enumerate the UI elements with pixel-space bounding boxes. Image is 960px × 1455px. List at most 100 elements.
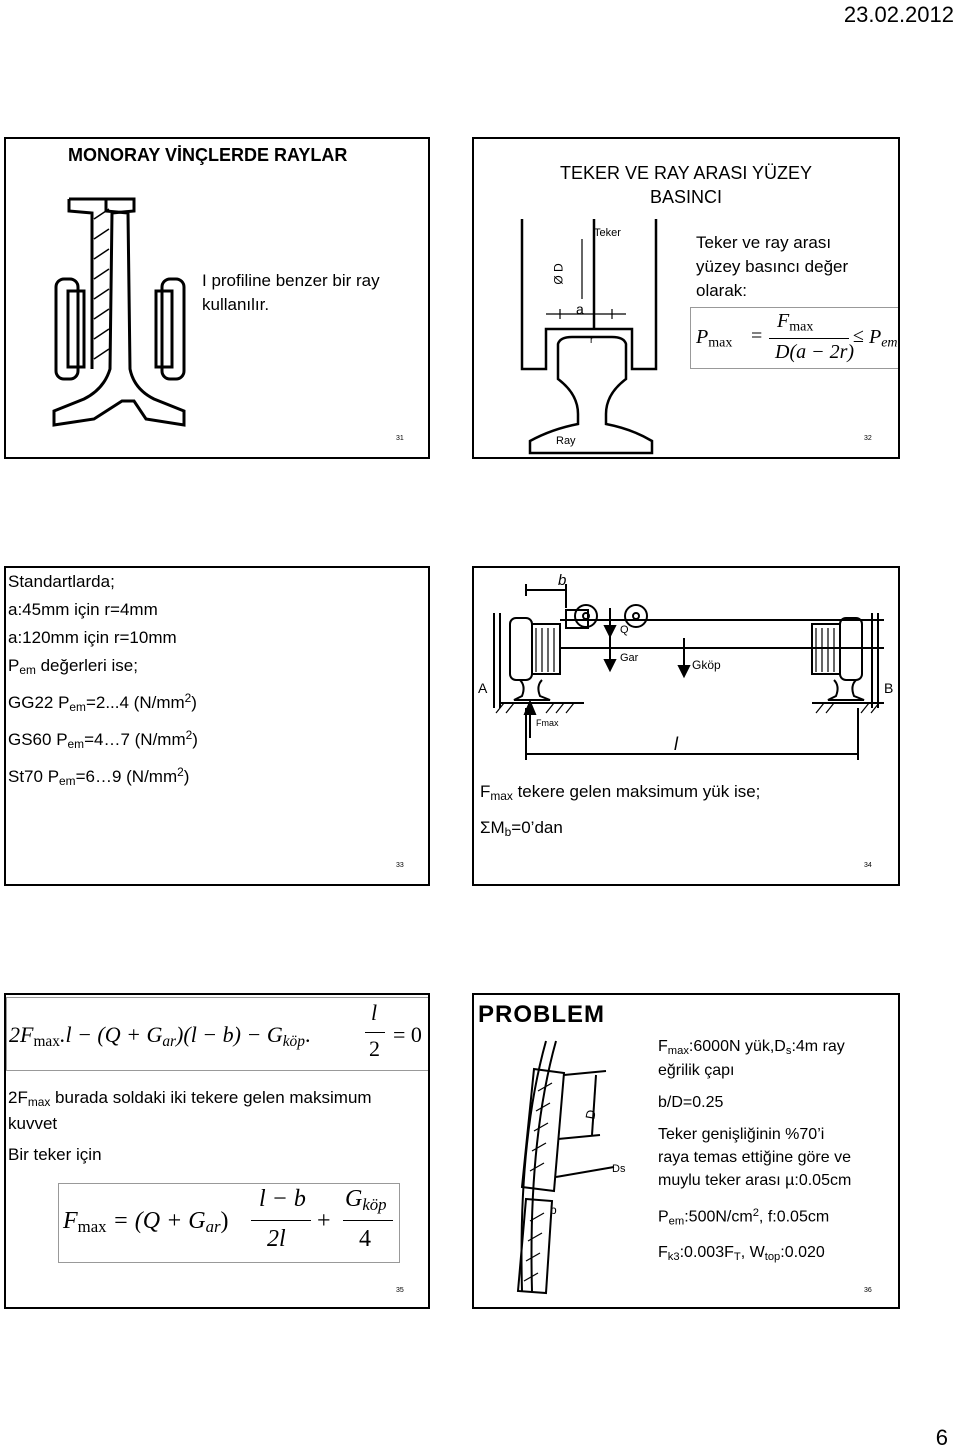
body-text-line: Teker genişliğinin %70’i <box>658 1125 825 1143</box>
formula-pmax: Pmax = Fmax D(a − 2r) ≤ Pem <box>690 307 898 369</box>
fraction-bar <box>365 1032 385 1033</box>
eq-term: = 0 <box>393 1022 422 1047</box>
body-text-line: Pem değerleri ise; <box>8 656 138 677</box>
eq-term: . <box>304 1022 311 1047</box>
slide-number: 36 <box>864 1287 872 1294</box>
slide-31: MONORAY VİNÇLERDE RAYLAR I profiline ben… <box>4 137 430 459</box>
body-text-line: Bir teker için <box>8 1145 102 1164</box>
body-text: Teker ve ray arası yüzey basıncı değer o… <box>696 231 848 303</box>
slide-32: TEKER VE RAY ARASI YÜZEY BASINCI Teker Ø… <box>472 137 900 459</box>
body-text-line: Fmax:6000N yük,Ds:4m ray <box>658 1038 845 1057</box>
fmax-equation: Fmax = (Q + Gar) l − b 2l + Gköp 4 <box>58 1183 400 1263</box>
sketch-label-a: a <box>576 301 584 317</box>
wheel-rail-sketch <box>520 219 658 455</box>
eq-term: .l − (Q + G <box>59 1022 163 1047</box>
slide-33: Standartlarda; a:45mm için r=4mm a:120mm… <box>4 566 430 886</box>
diagram-label-B: B <box>884 680 894 696</box>
body-text-line: a:45mm için r=4mm <box>8 600 158 619</box>
slide-36: PROBLEM D Ds b Fmax:6000N yük,Ds:4m ray … <box>472 993 900 1309</box>
formula-operator: ≤ <box>853 325 864 347</box>
eq-term: 2F <box>9 1022 34 1047</box>
eq-term: = (Q + G <box>112 1208 206 1234</box>
slide-number: 35 <box>396 1287 404 1294</box>
problem-text: Fmax:6000N yük,Ds:4m ray eğrilik çapı b/… <box>658 1037 851 1267</box>
eq-fraction-numerator: l <box>371 1000 378 1025</box>
eq-term: ) <box>220 1208 229 1234</box>
eq-fraction-numerator: G <box>345 1186 363 1212</box>
sketch-label-b: b <box>550 1203 557 1217</box>
diagram-label-gar: Gar <box>620 652 639 664</box>
body-text-line: GS60 Pem=4…7 (N/mm2) <box>8 727 198 751</box>
body-text-line: muylu teker arası µ:0.05cm <box>658 1171 852 1189</box>
diagram-label-l: l <box>674 734 678 754</box>
body-text-line: I profiline benzer bir ray <box>202 271 380 290</box>
body-text-line: 2Fmax burada soldaki iki tekere gelen ma… <box>8 1088 372 1109</box>
formula-symbol: P <box>869 326 882 348</box>
slide-title: PROBLEM <box>478 1001 605 1028</box>
slide-title-line1: TEKER VE RAY ARASI YÜZEY <box>559 163 813 183</box>
body-text: 2Fmax burada soldaki iki tekere gelen ma… <box>8 1087 372 1135</box>
i-profile-rail-sketch <box>52 197 186 427</box>
diagram-label-gkop: Gköp <box>692 658 721 672</box>
body-text-line: St70 Pem=6…9 (N/mm2) <box>8 764 190 788</box>
moment-equation: 2Fmax.l − (Q + Gar)(l − b) − Gköp. l 2 =… <box>6 997 428 1071</box>
eq-subscript: ar <box>162 1032 177 1050</box>
formula-subscript: max <box>708 335 733 351</box>
body-text-line: ΣMb=0’dan <box>480 818 563 839</box>
fraction-bar <box>251 1220 311 1221</box>
body-text-line: kullanılır. <box>202 295 270 314</box>
slide-number: 34 <box>864 862 872 869</box>
sketch-label-r: r <box>590 335 594 346</box>
sketch-label-teker: Teker <box>594 227 621 239</box>
body-text-line: raya temas ettiğine göre ve <box>658 1148 851 1166</box>
sketch-label-ray: Ray <box>556 435 576 447</box>
eq-fraction-denominator: 4 <box>359 1226 371 1252</box>
formula-operator: = <box>751 325 763 347</box>
body-text-line: kuvvet <box>8 1113 58 1133</box>
slide-number: 33 <box>396 862 404 869</box>
slide-number: 32 <box>864 435 872 442</box>
diagram-label-b: b <box>558 572 567 589</box>
formula-symbol: P <box>696 326 709 348</box>
slide-title: MONORAY VİNÇLERDE RAYLAR <box>68 145 348 165</box>
body-text-line: Fmax tekere gelen maksimum yük ise; <box>480 782 761 803</box>
eq-subscript: ar <box>205 1217 221 1237</box>
fraction-bar <box>769 338 849 339</box>
eq-term: F <box>63 1208 78 1234</box>
eq-operator: + <box>317 1208 331 1234</box>
body-text-line: Teker ve ray arası <box>696 233 832 252</box>
eq-subscript: max <box>33 1032 60 1050</box>
fraction-bar <box>343 1220 393 1221</box>
page-number: 6 <box>935 1425 948 1450</box>
diagram-label-q: Q <box>620 624 629 636</box>
eq-subscript: köp <box>282 1032 305 1050</box>
formula-numerator: F <box>777 310 790 332</box>
curved-rail-sketch <box>516 1040 615 1295</box>
slide-34: b Q Gar Gköp A B l Fmax Fmax tekere gele… <box>472 566 900 886</box>
crane-trolley-diagram <box>493 584 884 760</box>
diagram-label-fmax: Fmax <box>536 718 559 728</box>
slide-number: 31 <box>396 435 404 442</box>
slide-35: 2Fmax.l − (Q + Gar)(l − b) − Gköp. l 2 =… <box>4 993 430 1309</box>
slide-title-line2: BASINCI <box>649 187 723 207</box>
body-text-line: Fk3:0.003FT, Wtop:0.020 <box>658 1244 825 1263</box>
diagram-label-a: A <box>478 680 488 696</box>
eq-fraction-denominator: 2l <box>267 1226 286 1252</box>
body-text-line: Standartlarda; <box>8 572 115 591</box>
eq-subscript: köp <box>362 1195 387 1215</box>
body-text-line: b/D=0.25 <box>658 1093 724 1111</box>
eq-fraction-numerator: l − b <box>259 1186 306 1212</box>
header-date: 23.02.2012 <box>843 2 954 27</box>
sketch-label-ds: Ds <box>612 1163 626 1175</box>
body-text-line: Pem:500N/cm2, f:0.05cm <box>658 1206 830 1228</box>
eq-term: )(l − b) − G <box>176 1022 283 1047</box>
body-text-line: a:120mm için r=10mm <box>8 628 177 647</box>
body-text-line: GG22 Pem=2...4 (N/mm2) <box>8 690 197 714</box>
body-text: Standartlarda; a:45mm için r=4mm a:120mm… <box>8 568 198 795</box>
body-text-line: yüzey basıncı değer <box>696 257 849 276</box>
formula-subscript: max <box>789 319 814 335</box>
formula-subscript: em <box>881 335 898 351</box>
eq-fraction-denominator: 2 <box>369 1036 380 1061</box>
body-text-line: eğrilik çapı <box>658 1061 735 1079</box>
eq-subscript: max <box>77 1217 107 1237</box>
